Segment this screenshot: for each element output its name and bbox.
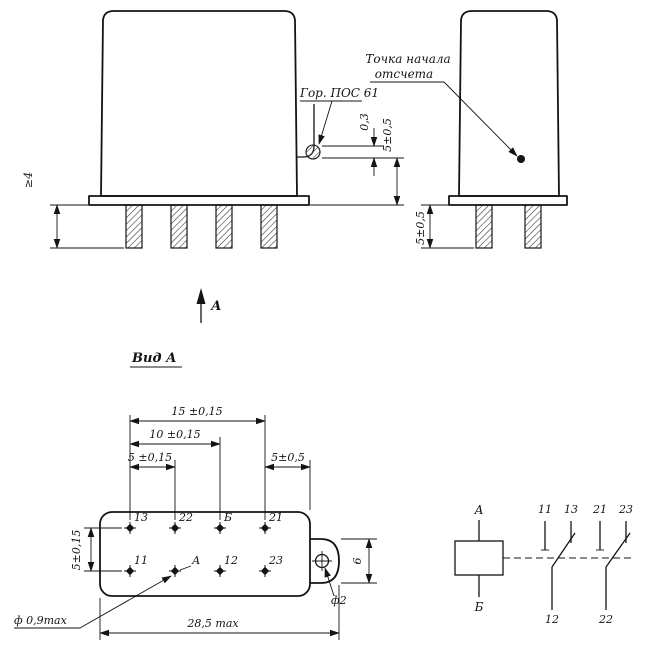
schematic: А Б 11 13 12 21 23 22 — [454, 503, 633, 626]
pin-label-22: 22 — [178, 511, 193, 524]
arrow-head — [196, 288, 206, 304]
view-a-title: Вид А — [131, 351, 177, 366]
dim-tab: 6 — [351, 558, 364, 565]
datum-pin-label: А — [191, 554, 200, 567]
pin-label-b: Б — [223, 511, 232, 524]
dim-0-3: 0,3 — [358, 113, 371, 131]
front-view: ≥4 Гор. ПОС 61 0,3 5±0,5 — [22, 10, 404, 249]
front-pins — [125, 204, 278, 249]
base-flange-front — [88, 195, 310, 206]
pin-label-12: 12 — [224, 554, 238, 567]
ref-point-label-line2: отсчета — [375, 67, 433, 81]
solder-label: Гор. ПОС 61 — [299, 86, 379, 100]
side-view: Точка начала отсчета 5±0,5 — [365, 10, 568, 249]
hole-diameter-label: ф2 — [331, 594, 347, 607]
ref-point-label-line1: Точка начала — [365, 52, 450, 66]
dim-10: 10 ±0,15 — [149, 428, 200, 441]
side-pins — [475, 204, 542, 249]
view-arrow-label: А — [210, 299, 222, 314]
coil-terminal-a: А — [473, 503, 483, 517]
terminal-11: 11 — [538, 503, 552, 516]
terminal-23: 23 — [618, 503, 633, 516]
coil-symbol — [454, 540, 504, 576]
pin-label-13: 13 — [134, 511, 148, 524]
terminal-22: 22 — [598, 613, 613, 626]
dim-5-rows: 5±0,15 — [70, 530, 83, 571]
contact-group-1: 11 13 12 — [538, 503, 578, 626]
pin-label-11: 11 — [134, 554, 148, 567]
coil-terminal-b: Б — [474, 600, 484, 614]
reference-point-dot — [517, 155, 525, 163]
solder-blob — [305, 144, 321, 160]
dim-5-cols: 5 ±0,15 — [128, 451, 172, 464]
dim-5-side: 5±0,5 — [414, 211, 427, 245]
base-outline — [99, 511, 311, 597]
dim-5-edge: 5±0,5 — [271, 451, 305, 464]
pin-label-23: 23 — [268, 554, 283, 567]
dim-5-front: 5±0,5 — [381, 118, 394, 152]
relay-cover-side — [458, 10, 560, 197]
view-direction-arrow: А — [196, 288, 222, 323]
pin-label-21: 21 — [268, 511, 283, 524]
terminal-13: 13 — [564, 503, 578, 516]
terminal-12: 12 — [545, 613, 559, 626]
dim-15: 15 ±0,15 — [171, 405, 222, 418]
pin-diameter-label: ф 0,9max — [14, 614, 68, 627]
relay-cover-front — [100, 10, 298, 197]
mounting-tab — [310, 538, 340, 584]
terminal-21: 21 — [592, 503, 607, 516]
bottom-view: 13 22 Б 21 11 12 23 А 15 ±0,15 10 ±0,15 … — [14, 405, 377, 640]
contact-group-2: 21 23 22 — [592, 503, 633, 626]
dim-pin-length: ≥4 — [22, 172, 35, 188]
pin-symbols — [124, 522, 271, 577]
solder-detail: Гор. ПОС 61 — [297, 86, 379, 160]
base-flange-side — [448, 195, 568, 206]
dim-overall: 28,5 max — [186, 617, 239, 630]
